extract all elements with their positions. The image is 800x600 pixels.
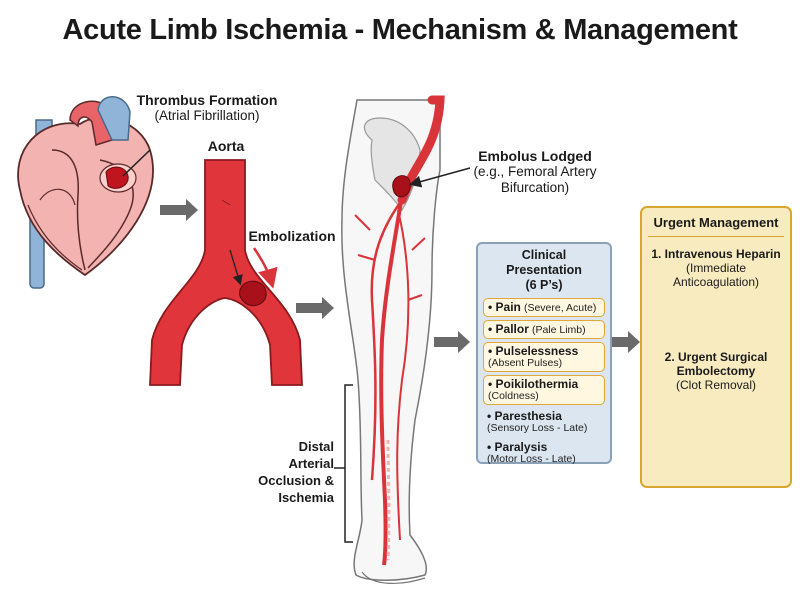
flow-arrow-1 — [160, 199, 198, 221]
symptom-pulselessness: • Pulselessness (Absent Pulses) — [483, 342, 605, 372]
distal-bracket — [334, 384, 353, 543]
thrombus-label: Thrombus Formation (Atrial Fibrillation) — [128, 92, 286, 124]
symptom-poikilothermia: • Poikilothermia (Coldness) — [483, 375, 605, 405]
symptom-pallor: • Pallor (Pale Limb) — [483, 320, 605, 339]
flow-arrow-2 — [296, 297, 334, 319]
management-step-heparin: 1. Intravenous Heparin (Immediate Antico… — [651, 247, 781, 289]
thrombus-pointer — [122, 149, 151, 177]
urgent-management-box: Urgent Management 1. Intravenous Heparin… — [640, 206, 792, 488]
clinical-presentation-box: Clinical Presentation (6 P’s) • Pain (Se… — [476, 242, 612, 465]
leg-icon — [341, 95, 445, 584]
thrombus-subtitle: (Atrial Fibrillation) — [154, 108, 260, 123]
clinical-title: Clinical Presentation (6 P’s) — [506, 248, 582, 292]
thrombus-title: Thrombus Formation — [136, 92, 278, 108]
embolization-label: Embolization — [248, 228, 336, 244]
symptom-paralysis: • Paralysis (Motor Loss - Late) — [487, 440, 576, 465]
embolus-pointer — [409, 167, 471, 188]
embolus-title: Embolus Lodged — [478, 148, 592, 164]
management-title: Urgent Management — [648, 208, 784, 237]
flow-arrow-4 — [612, 331, 640, 353]
symptom-paresthesia: • Paresthesia (Sensory Loss - Late) — [487, 409, 588, 434]
aorta-label: Aorta — [207, 138, 245, 154]
aorta-icon — [149, 159, 303, 386]
distal-occlusion-label: Distal Arterial Occlusion & Ischemia — [258, 439, 334, 505]
flow-arrow-3 — [434, 331, 470, 353]
symptom-pain: • Pain (Severe, Acute) — [483, 298, 605, 317]
heart-icon — [17, 96, 154, 289]
page-title: Acute Limb Ischemia - Mechanism & Manage… — [62, 14, 738, 46]
embolus-label: Embolus Lodged (e.g., Femoral Artery Bif… — [462, 148, 608, 196]
management-step-embolectomy: 2. Urgent Surgical Embolectomy (Clot Rem… — [664, 350, 768, 392]
